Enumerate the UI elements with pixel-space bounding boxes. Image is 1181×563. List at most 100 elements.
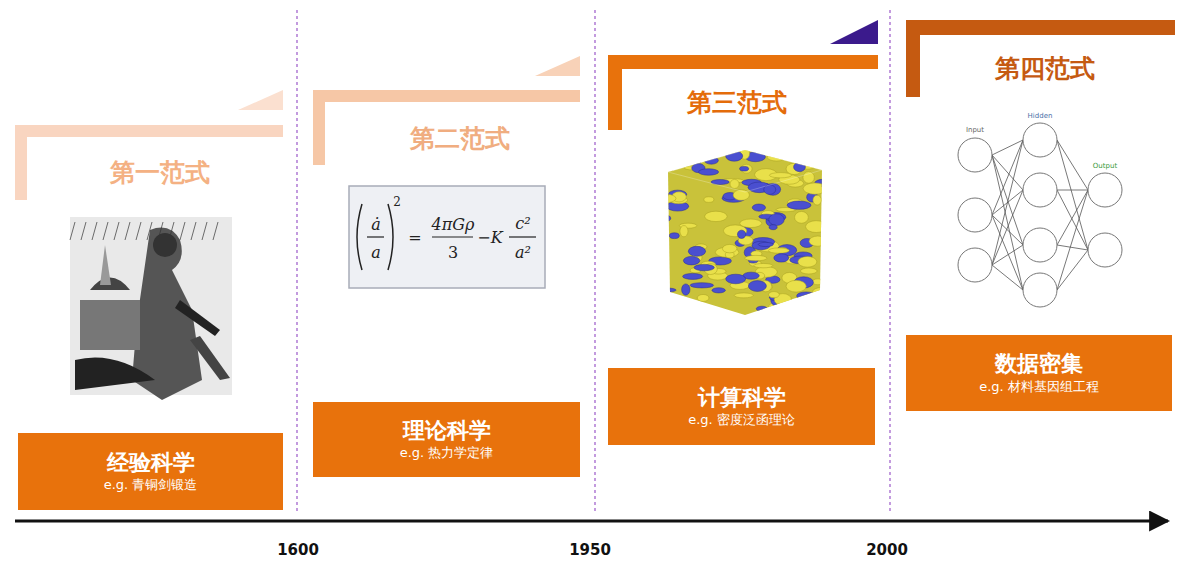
density-blob — [703, 147, 715, 152]
nn-link — [1057, 140, 1088, 250]
hatch-stroke — [191, 222, 196, 240]
cube-edge — [668, 150, 822, 192]
example-text: e.g. 材料基因组工程 — [979, 378, 1099, 396]
paradigm-box: 经验科学e.g. 青铜剑锻造 — [18, 433, 283, 510]
era-divider — [297, 10, 890, 512]
equation-panel — [349, 186, 545, 288]
density-blob — [682, 159, 692, 164]
layer-label: Input — [966, 126, 984, 134]
density-blob — [814, 307, 834, 314]
density-blob — [798, 308, 810, 314]
nn-link — [992, 215, 1023, 245]
density-blob — [819, 151, 829, 157]
blacksmith-engraving — [70, 217, 232, 400]
density-blob — [688, 246, 705, 256]
nn-link — [1057, 190, 1088, 290]
nn-neuron — [1023, 173, 1057, 207]
paradigm-name: 计算科学 — [698, 384, 786, 412]
example-text: e.g. 密度泛函理论 — [688, 411, 795, 429]
paradigm-title: 第四范式 — [995, 52, 1095, 85]
nn-link — [1057, 190, 1088, 245]
paradigm-title: 第二范式 — [410, 122, 510, 155]
density-blob — [656, 194, 676, 202]
nn-link — [1057, 190, 1088, 191]
hatch-stroke — [169, 222, 174, 240]
year-label: 1950 — [569, 541, 611, 559]
density-blob — [726, 151, 743, 161]
example-text: e.g. 热力学定律 — [400, 444, 494, 462]
nn-neuron — [1088, 233, 1122, 267]
hatch-stroke — [180, 222, 185, 240]
density-blob — [775, 145, 796, 156]
paradigm-box: 理论科学e.g. 热力学定律 — [313, 402, 580, 477]
density-blob — [683, 256, 699, 264]
equation-term: ȧ — [371, 215, 381, 234]
hatch-stroke — [81, 222, 86, 240]
nn-neuron — [958, 248, 992, 282]
density-blob — [769, 225, 777, 230]
density-blob — [661, 215, 670, 221]
density-blob — [748, 281, 766, 292]
equation-term: a — [371, 243, 381, 262]
nn-link — [1057, 245, 1088, 250]
density-blob — [817, 158, 832, 165]
density-blob — [797, 292, 816, 300]
density-blob — [726, 274, 746, 284]
equation-term: −K — [477, 228, 502, 247]
density-blob — [802, 297, 821, 309]
nn-neuron — [958, 138, 992, 172]
nn-link — [992, 155, 1023, 290]
timeline-axis — [15, 520, 1168, 523]
density-blob — [680, 226, 688, 237]
density-blob — [799, 154, 811, 162]
equation-term: 3 — [448, 243, 458, 262]
paradigm-box: 数据密集e.g. 材料基因组工程 — [906, 335, 1172, 411]
paradigm-name: 理论科学 — [403, 417, 491, 445]
hatch-stroke — [114, 222, 119, 240]
density-blob — [801, 149, 823, 155]
example-text: e.g. 青铜剑锻造 — [104, 476, 198, 494]
density-blob — [786, 280, 806, 292]
density-blob — [798, 256, 817, 267]
nn-link — [992, 245, 1023, 265]
dft-cube — [654, 145, 834, 323]
density-blob — [697, 294, 709, 301]
density-blob — [813, 195, 821, 205]
density-blob — [730, 179, 739, 188]
density-blob — [763, 309, 776, 319]
density-blob — [712, 288, 725, 293]
paradigm-name: 数据密集 — [995, 350, 1083, 378]
equation-term: 2 — [393, 195, 401, 209]
density-blob — [722, 244, 737, 252]
density-blob — [704, 197, 714, 203]
era-bracket — [15, 20, 1175, 200]
density-blob — [683, 273, 703, 279]
density-blob — [803, 183, 826, 194]
density-blob — [671, 299, 692, 308]
paradigm-box: 计算科学e.g. 密度泛函理论 — [608, 368, 875, 445]
equation-term: a² — [515, 243, 531, 262]
density-blob — [809, 236, 826, 246]
density-blob — [813, 287, 832, 296]
hatch-stroke — [202, 222, 207, 240]
density-blob — [654, 288, 676, 292]
layer-label: Output — [1093, 162, 1117, 170]
density-blob — [812, 279, 823, 285]
year-label: 2000 — [866, 541, 908, 559]
density-blob — [754, 263, 773, 267]
density-blob — [787, 201, 811, 209]
density-blob — [814, 312, 832, 323]
nn-link — [1057, 140, 1088, 190]
density-blob — [682, 154, 698, 161]
density-blob — [697, 155, 706, 160]
density-blob — [705, 211, 728, 221]
density-blob — [674, 299, 690, 310]
nn-link — [1057, 250, 1088, 290]
hatch-stroke — [158, 222, 163, 240]
density-blob — [768, 292, 779, 298]
nn-link — [992, 190, 1023, 265]
density-blob — [698, 169, 718, 175]
paradigm-title: 第三范式 — [687, 86, 787, 119]
layer-label: Hidden — [1028, 112, 1053, 120]
density-blob — [795, 211, 809, 223]
